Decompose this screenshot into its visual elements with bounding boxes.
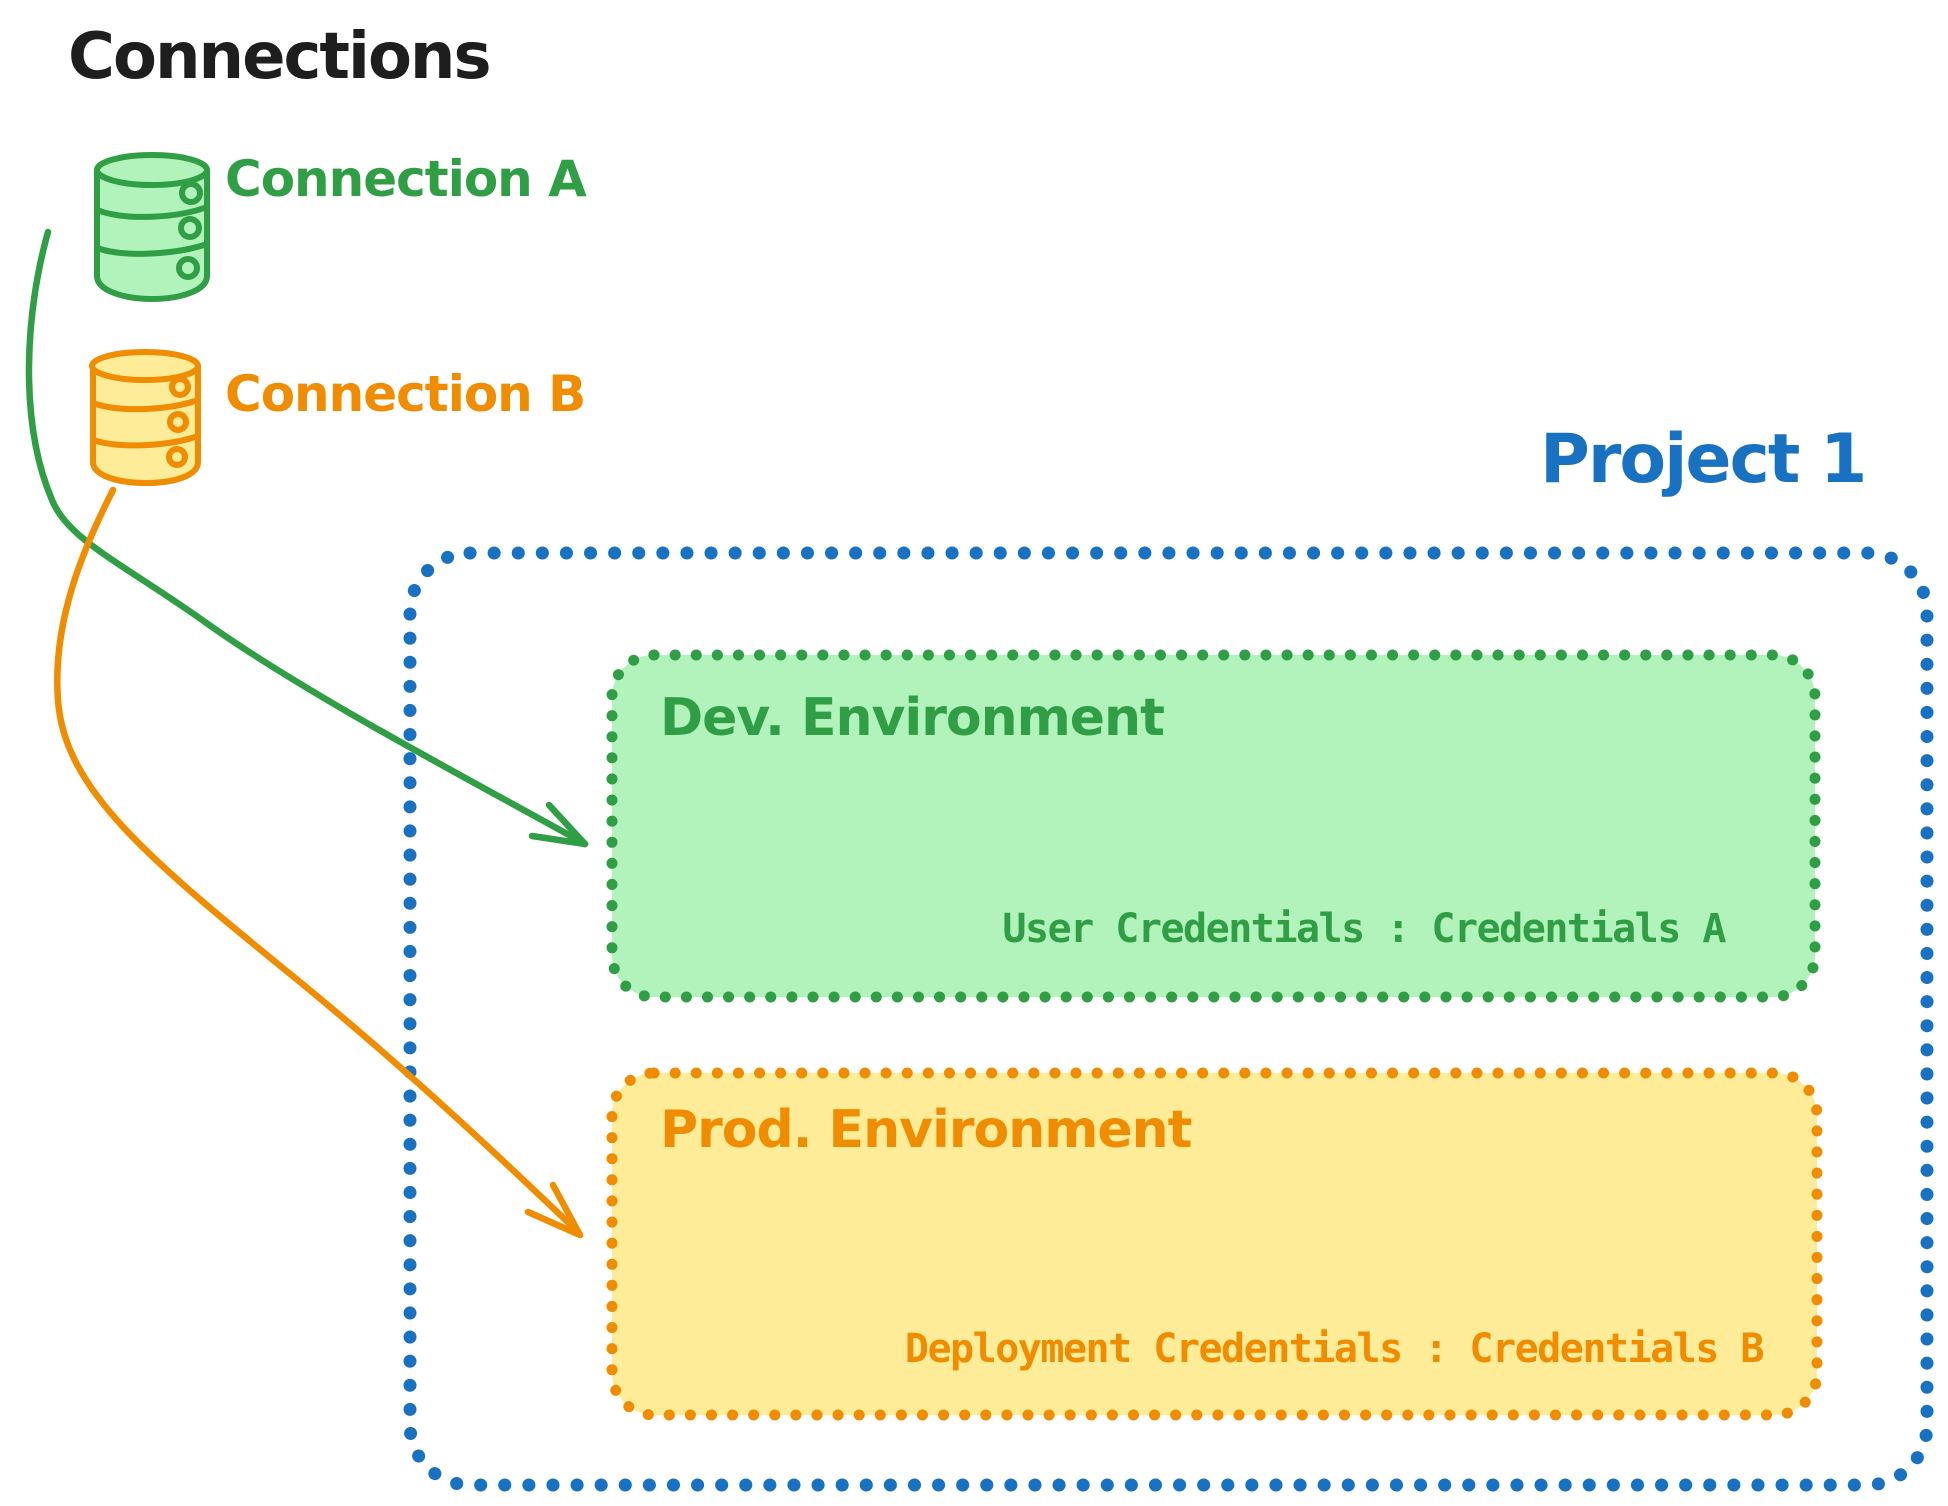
project-box: [403, 546, 1934, 1492]
arrow-connection-a-to-dev: [25, 228, 589, 848]
database-icon: [94, 152, 210, 302]
prod-environment-credentials: Deployment Credentials : Credentials B: [904, 1326, 1765, 1372]
connections-title: Connections: [68, 20, 492, 94]
dev-environment-credentials: User Credentials : Credentials A: [1002, 906, 1726, 952]
prod-environment-box: [606, 1067, 1823, 1421]
connection-a-label: Connection A: [225, 150, 587, 208]
dev-environment-box: [606, 649, 1821, 1003]
arrow-connection-b-to-prod: [54, 486, 584, 1239]
project-title: Project 1: [1540, 420, 1867, 499]
prod-environment-heading: Prod. Environment: [660, 1100, 1193, 1160]
dev-environment-heading: Dev. Environment: [660, 688, 1165, 748]
database-icon: [89, 349, 201, 486]
connection-b-label: Connection B: [225, 365, 586, 423]
